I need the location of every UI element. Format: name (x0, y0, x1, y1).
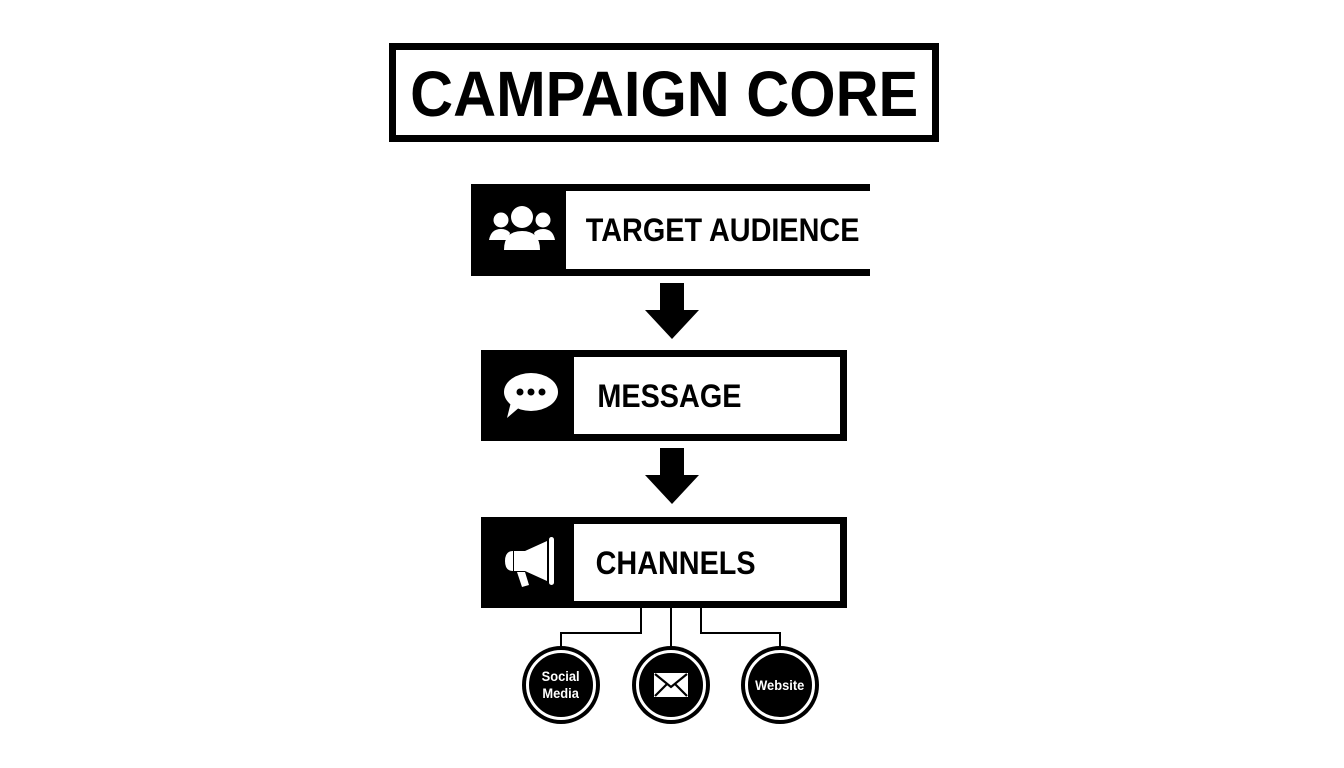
channel-label: Website (755, 677, 804, 694)
title-box: CAMPAIGN CORE (389, 43, 939, 142)
channel-social-media: Social Media (522, 646, 600, 724)
step-label: TARGET AUDIENCE (585, 212, 860, 248)
step-label: MESSAGE (597, 377, 742, 414)
step-message: MESSAGE (481, 350, 847, 441)
channel-email (632, 646, 710, 724)
arrow-down-icon (645, 283, 699, 339)
envelope-icon (654, 673, 688, 697)
channel-ring (526, 650, 596, 720)
channel-label-line1: Website (755, 676, 805, 693)
icon-panel (488, 524, 574, 601)
icon-panel (488, 357, 574, 434)
channel-website: Website (741, 646, 819, 724)
channel-ring (636, 650, 706, 720)
channel-label-line1: Social (542, 668, 580, 684)
step-channels: CHANNELS (481, 517, 847, 608)
channel-label: Social Media (542, 668, 580, 702)
label-panel: CHANNELS (574, 524, 840, 601)
icon-panel (478, 191, 566, 269)
speech-bubble-icon (504, 372, 558, 418)
megaphone-icon (505, 536, 554, 587)
label-panel: MESSAGE (574, 357, 840, 434)
arrow-down-icon (645, 448, 699, 504)
people-group-icon (489, 206, 555, 250)
channel-label-line2: Media (542, 685, 580, 701)
channel-ring (745, 650, 815, 720)
step-target-audience: TARGET AUDIENCE (471, 184, 892, 276)
label-panel: TARGET AUDIENCE (566, 191, 892, 269)
step-label: CHANNELS (595, 544, 756, 581)
diagram-title: CAMPAIGN CORE (409, 57, 919, 130)
